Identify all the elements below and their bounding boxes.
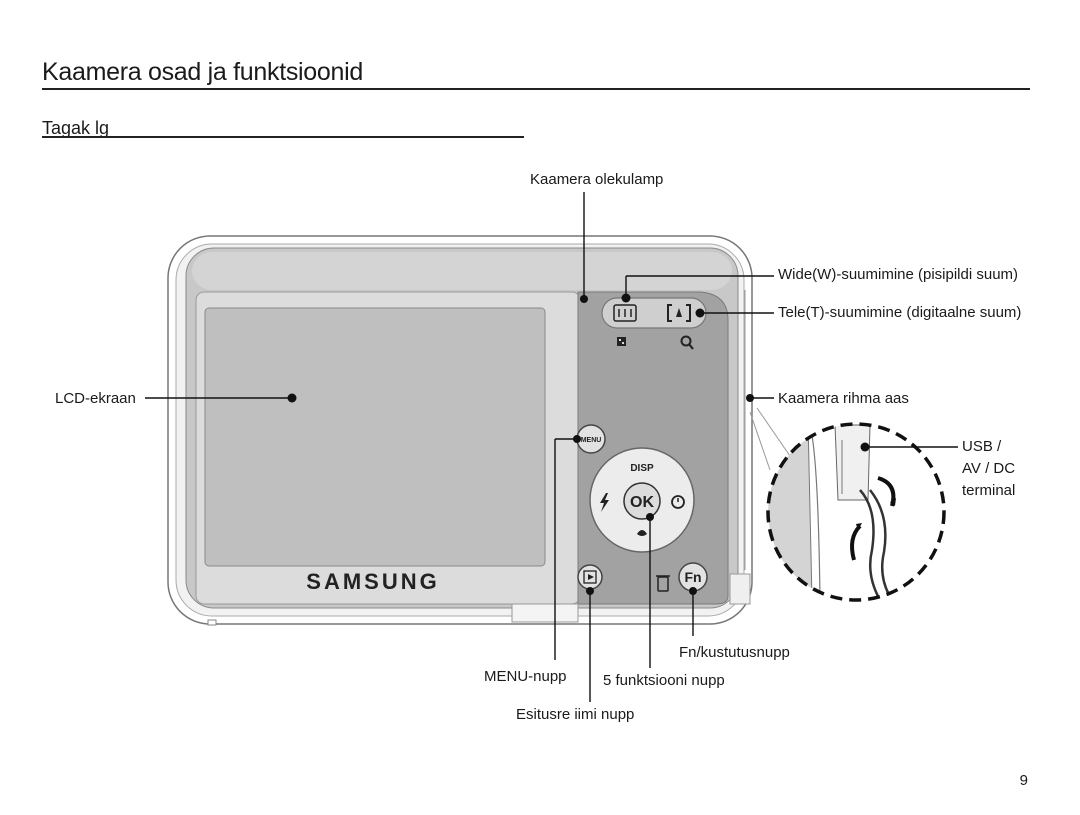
delete-icon	[657, 576, 669, 592]
playback-label: Esitusre iimi nupp	[516, 706, 635, 723]
menu-button-label: MENU	[581, 437, 602, 444]
fn-pointer-dot	[689, 587, 697, 595]
tele-zoom-icon	[667, 304, 691, 322]
lamp-pointer-dot	[580, 295, 588, 303]
self-timer-icon	[671, 495, 685, 509]
usb-label-line3: terminal	[962, 482, 1016, 499]
section-subtitle: Tagak lg	[42, 118, 110, 138]
tele-zoom-label: Tele(T)-suumimine (digitaalne suum)	[778, 304, 1022, 321]
fn-delete-label: Fn/kustutusnupp	[679, 644, 790, 661]
magnify-icon	[680, 335, 692, 347]
thumbnail-icon	[617, 337, 626, 346]
disp-label: DISP	[630, 463, 654, 474]
status-lamp-label: Kaamera olekulamp	[530, 171, 664, 188]
macro-icon	[637, 530, 647, 536]
lcd-screen	[204, 307, 546, 567]
ok-button-label: OK	[630, 494, 654, 511]
fn-button-label: Fn	[684, 569, 701, 585]
five-function-label: 5 funktsiooni nupp	[603, 672, 725, 689]
subtitle-divider	[42, 136, 524, 138]
side-detail-inset	[768, 424, 944, 600]
usb-label-line2: AV / DC	[962, 460, 1016, 477]
lcd-pointer-dot	[287, 393, 297, 403]
wide-zoom-label: Wide(W)-suumimine (pisipildi suum)	[778, 266, 1019, 283]
page-title: Kaamera osad ja funktsioonid	[42, 58, 363, 86]
menu-pointer-dot	[573, 435, 581, 443]
flash-icon	[600, 493, 609, 512]
strap-label: Kaamera rihma aas	[778, 390, 909, 407]
inset-border	[766, 422, 946, 602]
wide-zoom-icon	[613, 304, 637, 322]
playback-pointer-dot	[586, 587, 594, 595]
usb-pointer-dot	[860, 442, 870, 452]
ok-pointer-dot	[646, 513, 654, 521]
ok-button[interactable]	[623, 482, 661, 520]
wide-pointer-dot	[621, 293, 631, 303]
brand-logo: SAMSUNG	[306, 569, 439, 594]
page-number: 9	[1019, 772, 1028, 789]
lcd-label: LCD-ekraan	[55, 390, 136, 407]
menu-label: MENU-nupp	[484, 668, 567, 685]
usb-label-line1: USB /	[962, 438, 1002, 455]
tele-pointer-dot	[695, 308, 705, 318]
strap-pointer-dot	[746, 394, 754, 402]
title-divider	[42, 88, 1030, 90]
